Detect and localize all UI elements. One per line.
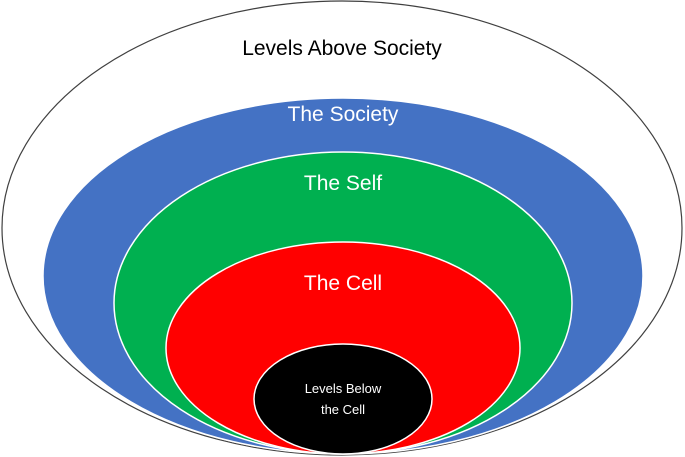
label-the-society: The Society — [288, 103, 399, 126]
label-levels-below-cell-line-2: the Cell — [321, 402, 365, 417]
ellipse-levels-below-cell — [253, 343, 433, 455]
label-the-self: The Self — [304, 172, 382, 195]
label-the-cell: The Cell — [304, 272, 382, 295]
label-levels-above-society: Levels Above Society — [242, 37, 442, 60]
label-levels-below-cell-line-1: Levels Below — [305, 381, 382, 396]
